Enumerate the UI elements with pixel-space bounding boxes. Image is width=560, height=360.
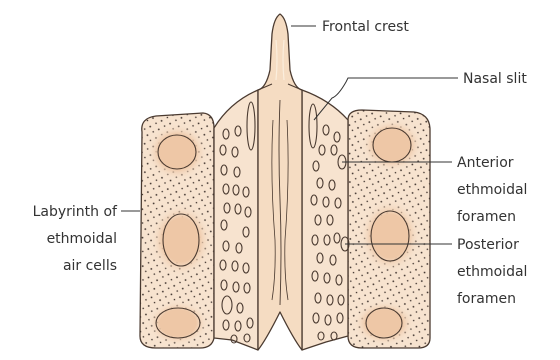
label-labyrinth-line1: Labyrinth of	[33, 204, 118, 220]
left-air-cells	[147, 124, 211, 345]
left-cribriform-plate	[214, 90, 258, 350]
right-labyrinth	[348, 110, 430, 348]
right-cribriform-plate	[302, 90, 349, 350]
label-anterior-foramen-line1: Anterior	[457, 155, 514, 171]
label-nasal-slit: Nasal slit	[463, 71, 527, 87]
frontal-crest	[258, 14, 302, 350]
label-labyrinth-line2: ethmoidal	[47, 231, 117, 247]
label-posterior-foramen-line1: Posterior	[457, 237, 519, 253]
label-posterior-foramen-line2: ethmoidal	[457, 264, 527, 280]
label-anterior-foramen-line3: foramen	[457, 209, 516, 225]
label-labyrinth-line3: air cells	[63, 258, 117, 274]
label-frontal-crest: Frontal crest	[322, 19, 409, 35]
label-anterior-foramen-line2: ethmoidal	[457, 182, 527, 198]
left-labyrinth	[140, 113, 214, 348]
label-posterior-foramen-line3: foramen	[457, 291, 516, 307]
